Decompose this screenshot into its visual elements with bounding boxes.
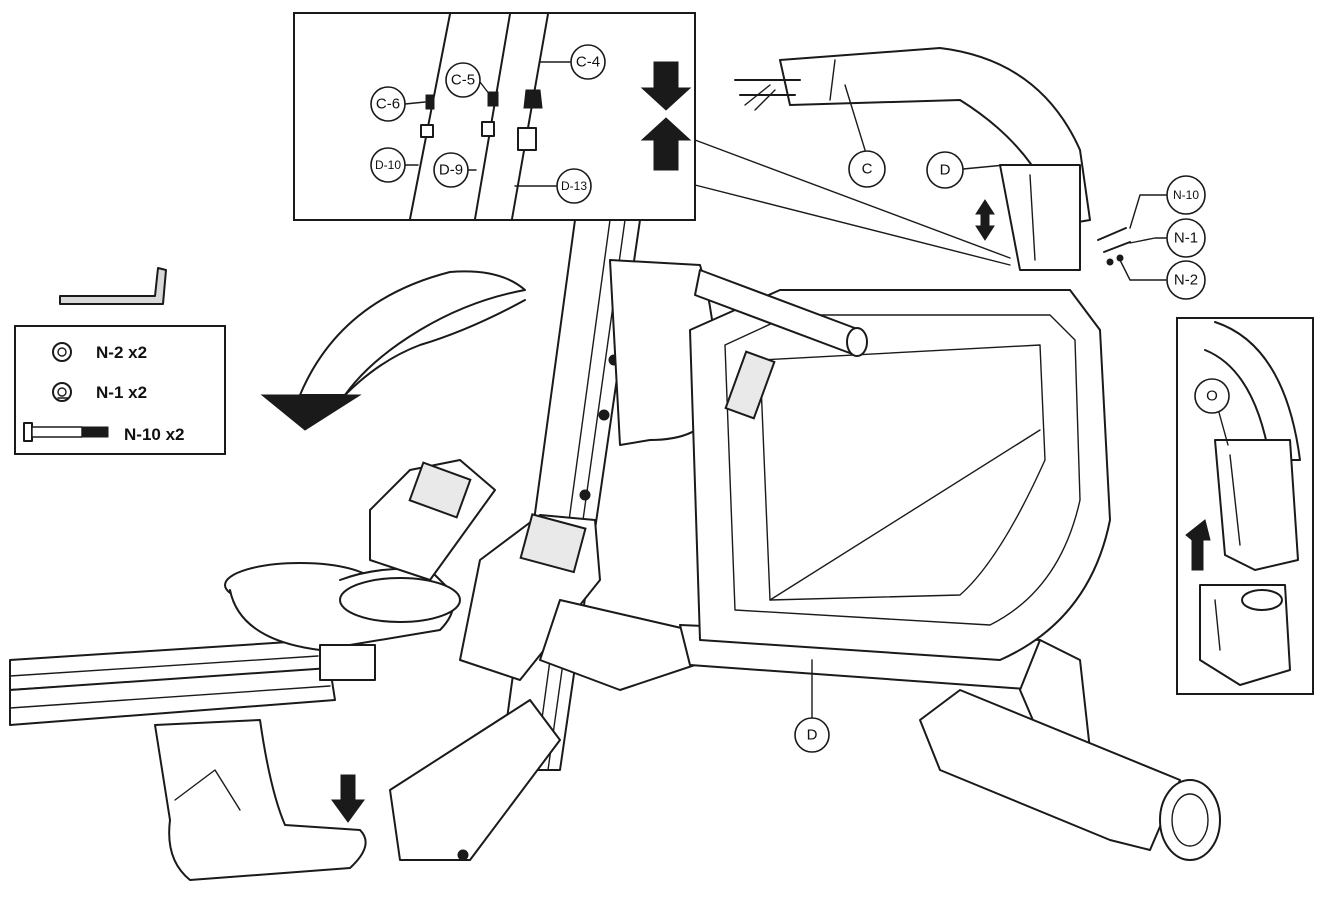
callout-d-upper-label: D bbox=[940, 162, 951, 179]
callout-d-upper: D bbox=[926, 151, 1006, 189]
bolt-icon bbox=[23, 422, 109, 442]
seat bbox=[224, 562, 461, 681]
callout-n2: N-2 bbox=[1119, 259, 1206, 300]
detail-inset-label: O bbox=[1206, 388, 1218, 405]
bolts bbox=[1097, 227, 1131, 266]
callout-n10: N-10 bbox=[1129, 175, 1206, 229]
inset-label-c6: C-6 bbox=[376, 96, 400, 113]
hardware-box: N-2 x2 N-1 x2 N-10 x2 bbox=[14, 325, 226, 455]
inset-label-d13: D-13 bbox=[561, 179, 587, 193]
inset-label-c4: C-4 bbox=[576, 54, 600, 71]
hardware-item-n10: N-10 x2 bbox=[124, 425, 184, 444]
callout-c-label: C bbox=[862, 161, 873, 178]
rear-base bbox=[919, 639, 1221, 861]
inset-label-c5: C-5 bbox=[451, 72, 475, 89]
inset-label-d9: D-9 bbox=[439, 162, 463, 179]
spring-washer-icon bbox=[52, 382, 72, 402]
hardware-item-n1: N-1 x2 bbox=[96, 383, 147, 402]
callout-n10-label: N-10 bbox=[1173, 188, 1199, 202]
rear-frame bbox=[689, 289, 1111, 661]
rotate-arrow-icon bbox=[260, 270, 526, 431]
move-arrow-icon bbox=[975, 199, 995, 241]
callout-n1: N-1 bbox=[1129, 218, 1206, 258]
foot-plate-left bbox=[369, 459, 496, 581]
allen-key-icon bbox=[59, 267, 167, 305]
handle-bar bbox=[694, 269, 868, 420]
foot-plate-right bbox=[459, 513, 601, 681]
down-arrow-icon bbox=[331, 774, 365, 823]
callout-c: C bbox=[844, 84, 886, 188]
cable-detail-inset: C-6 C-5 C-4 D-10 D-9 D-13 bbox=[293, 12, 696, 221]
hardware-item-n2: N-2 x2 bbox=[96, 343, 147, 362]
callout-n2-label: N-2 bbox=[1174, 272, 1198, 289]
foot-illustration bbox=[154, 719, 367, 881]
washer-icon bbox=[52, 342, 72, 362]
rail-beam bbox=[9, 639, 336, 726]
callout-d-lower: D bbox=[794, 659, 830, 753]
callout-d-lower-label: D bbox=[807, 727, 818, 744]
detail-inset-o: O bbox=[1176, 317, 1314, 695]
inset-label-d10: D-10 bbox=[375, 158, 401, 172]
callout-n1-label: N-1 bbox=[1174, 230, 1198, 247]
upper-handlebar-c bbox=[734, 47, 1091, 271]
